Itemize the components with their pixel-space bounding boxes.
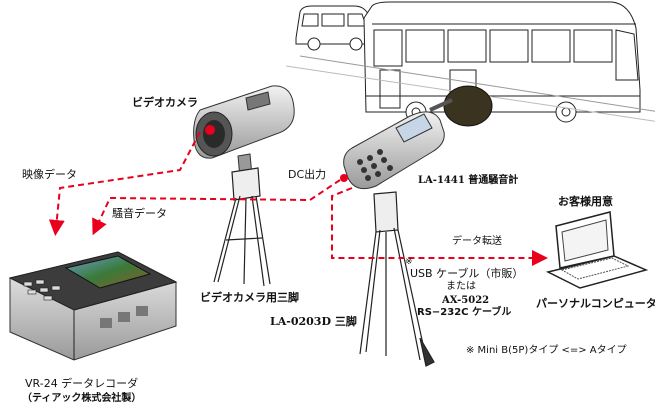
sound-level-meter-icon [343,85,493,190]
usb-note-mark: ※ [405,257,413,267]
data-transfer-label: データ転送 [452,236,502,247]
dc-output-label: DC出力 [288,168,327,181]
meter-tripod-icon [359,191,435,367]
tripod-model-label: LA-0203D 三脚 [270,315,357,328]
noise-data-label: 騒音データ [112,207,167,220]
usb-cable-label: USB ケーブル（市販） [410,267,524,280]
bus-illustration [285,1,655,123]
camera-tripod-label: ビデオカメラ用三脚 [200,291,299,304]
pc-label: パーソナルコンピュータ [536,297,655,310]
noise-data-line [92,179,341,236]
camera-tripod-icon [213,167,271,287]
dc-output-port [340,174,348,182]
meter-label: LA-1441 普通騒音計 [418,175,519,186]
usb-type-note: ※ Mini B(5P)タイプ <=> Aタイプ [466,345,627,356]
data-recorder-icon [8,251,178,361]
customer-label: お客様用意 [558,195,613,208]
connection-lines [48,131,548,266]
or-label: または [446,281,476,292]
maker-label: （ティアック株式会社製） [22,393,142,404]
rs232c-cable-label: RS−232C ケーブル [417,307,512,318]
ax-model-label: AX-5022 [442,295,490,306]
data-transfer-line [331,187,548,266]
recorder-label: VR-24 データレコーダ [25,377,139,390]
video-data-label: 映像データ [22,168,77,181]
laptop-icon [545,211,649,289]
video-camera-icon [193,85,295,179]
video-camera-label: ビデオカメラ [132,96,198,109]
video-data-line [48,131,201,236]
